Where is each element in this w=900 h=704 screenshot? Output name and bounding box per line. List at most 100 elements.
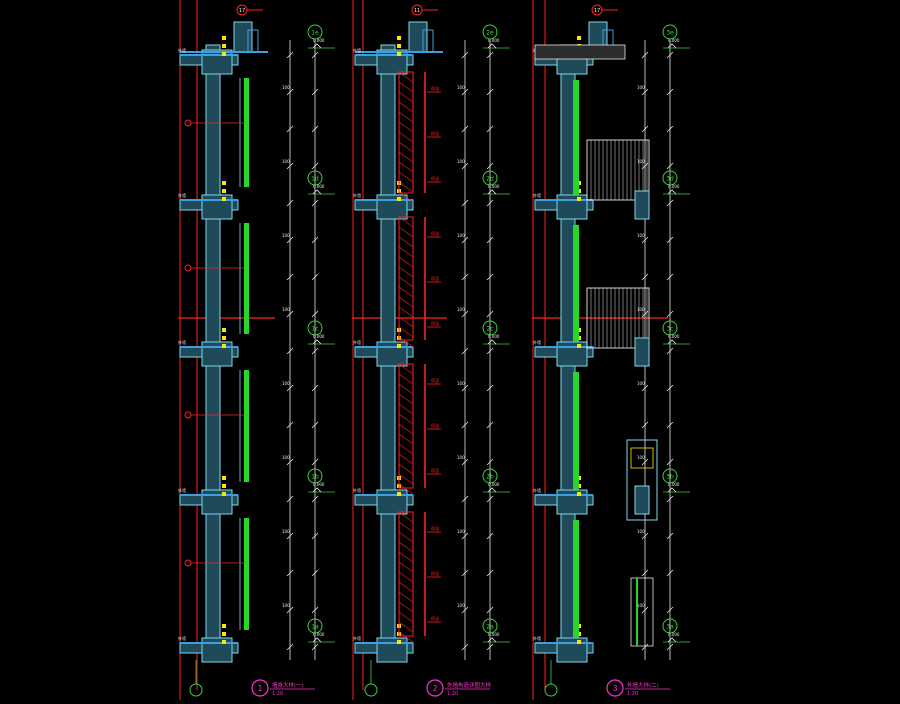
dimension-tick bbox=[461, 273, 469, 281]
dimension-tick bbox=[486, 495, 494, 503]
dimension-tick bbox=[286, 384, 294, 392]
dimension-tick bbox=[666, 236, 674, 244]
level-mark-triangle bbox=[487, 43, 497, 49]
dimension-tick bbox=[311, 347, 319, 355]
dimension-tick bbox=[286, 347, 294, 355]
note-marker bbox=[222, 181, 226, 185]
dimension-text: 100 bbox=[637, 159, 645, 164]
insulation-hatch bbox=[398, 121, 414, 133]
level-elevation-text: 0.000 bbox=[488, 482, 500, 487]
note-marker bbox=[222, 476, 226, 480]
dimension-tick bbox=[486, 347, 494, 355]
level-elevation-text: 0.000 bbox=[313, 334, 325, 339]
dimension-tick bbox=[286, 606, 294, 614]
insulation-hatch bbox=[398, 473, 414, 485]
detail-number: 1 bbox=[257, 684, 262, 693]
level-elevation-text: 0.000 bbox=[313, 184, 325, 189]
level-axis-label: 1e bbox=[311, 30, 319, 37]
dimension-tick bbox=[461, 347, 469, 355]
dimension-text: 100 bbox=[637, 381, 645, 386]
level-elevation-text: 0.000 bbox=[313, 38, 325, 43]
dimension-tick bbox=[461, 199, 469, 207]
dimension-tick bbox=[461, 310, 469, 318]
beam bbox=[201, 637, 233, 663]
dimension-text: 100 bbox=[637, 85, 645, 90]
note-marker bbox=[222, 344, 226, 348]
dimension-tick bbox=[641, 458, 649, 466]
detail-number: 2 bbox=[432, 684, 437, 693]
dimension-tick bbox=[286, 643, 294, 651]
glazing-panel bbox=[244, 518, 249, 630]
level-mark-triangle bbox=[487, 637, 497, 643]
insulation-hatch bbox=[398, 226, 414, 238]
wall-section-3: 171001001001001001001001003e0.0003d0.000… bbox=[533, 4, 690, 697]
level-mark-triangle bbox=[312, 637, 322, 643]
dimension-text: 100 bbox=[282, 307, 290, 312]
level-axis-bubble bbox=[482, 618, 498, 634]
dimension-text: 100 bbox=[637, 603, 645, 608]
dimension-text: 100 bbox=[457, 85, 465, 90]
dimension-text: 100 bbox=[457, 455, 465, 460]
material-note: 外墙 bbox=[533, 339, 541, 345]
level-mark-triangle bbox=[667, 487, 677, 493]
dimension-tick bbox=[666, 495, 674, 503]
insulation-hatch bbox=[398, 591, 414, 603]
dimension-tick bbox=[286, 88, 294, 96]
insulation-hatch bbox=[398, 483, 414, 495]
dimension-tick bbox=[286, 421, 294, 429]
level-elevation-text: 0.000 bbox=[488, 38, 500, 43]
dimension-tick bbox=[666, 125, 674, 133]
wall-section-1: 171001001001001001001001001e0.0001d0.000… bbox=[178, 4, 335, 697]
glazing-panel bbox=[573, 520, 579, 638]
insulation-hatch bbox=[398, 511, 414, 523]
dimension-tick bbox=[286, 162, 294, 170]
dimension-tick bbox=[641, 643, 649, 651]
dimension-text: 100 bbox=[282, 381, 290, 386]
detail-title: 墙身大样(一) bbox=[272, 681, 304, 689]
note-marker bbox=[222, 640, 226, 644]
level-axis-label: 3e bbox=[666, 30, 674, 37]
dimension-tick bbox=[486, 384, 494, 392]
dimension-tick bbox=[666, 458, 674, 466]
dimension-tick bbox=[486, 162, 494, 170]
insulation-hatch bbox=[398, 453, 414, 465]
dimension-tick bbox=[311, 162, 319, 170]
dimension-tick bbox=[461, 236, 469, 244]
dimension-tick bbox=[666, 643, 674, 651]
insulation-hatch bbox=[398, 326, 414, 338]
beam bbox=[201, 341, 233, 367]
dimension-tick bbox=[461, 569, 469, 577]
balcony-railing bbox=[586, 287, 650, 349]
dimension-tick bbox=[461, 643, 469, 651]
beam bbox=[201, 49, 233, 75]
dimension-tick bbox=[311, 532, 319, 540]
beam bbox=[376, 341, 408, 367]
insulation-hatch bbox=[398, 383, 414, 395]
dimension-tick bbox=[311, 125, 319, 133]
insulation-hatch bbox=[398, 611, 414, 623]
beam bbox=[556, 194, 588, 220]
insulation-layer bbox=[398, 71, 414, 194]
insulation-hatch bbox=[398, 286, 414, 298]
dimension-tick bbox=[641, 88, 649, 96]
level-elevation-text: 0.000 bbox=[488, 184, 500, 189]
insulation-hatch bbox=[398, 363, 414, 375]
beam bbox=[376, 637, 408, 663]
note-marker bbox=[397, 52, 401, 56]
level-axis-label: 1b bbox=[311, 474, 319, 481]
level-axis-label: 1d bbox=[311, 176, 319, 183]
dimension-text: 100 bbox=[457, 381, 465, 386]
level-axis-bubble bbox=[307, 618, 323, 634]
dimension-tick bbox=[641, 606, 649, 614]
insulation-hatch bbox=[398, 316, 414, 328]
material-note: 保温 bbox=[431, 570, 439, 576]
insulation-layer bbox=[398, 363, 414, 489]
beam bbox=[201, 489, 233, 515]
dimension-tick bbox=[311, 310, 319, 318]
insulation-hatch bbox=[398, 151, 414, 163]
level-axis-bubble bbox=[662, 320, 678, 336]
material-note: 外墙 bbox=[353, 635, 361, 641]
insulation-hatch bbox=[398, 216, 414, 228]
